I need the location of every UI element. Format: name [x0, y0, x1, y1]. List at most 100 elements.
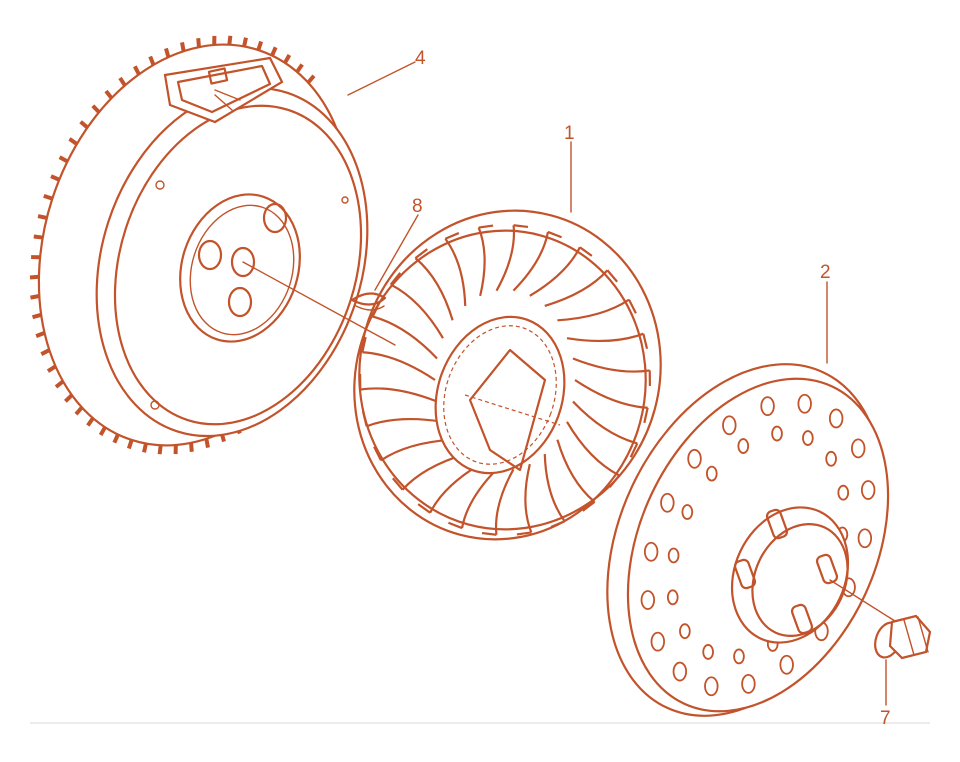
- fan-blade: [444, 238, 467, 306]
- fan-blade-tip: [371, 302, 381, 318]
- fan-blade: [494, 468, 515, 535]
- fan-blade-tip: [582, 501, 596, 512]
- fan-blade: [524, 463, 533, 533]
- gear-tooth: [64, 393, 74, 403]
- fan-blade-tip: [608, 474, 621, 488]
- callout-4: 4: [347, 48, 426, 96]
- screen-hole: [797, 393, 812, 414]
- fan-blade: [429, 463, 481, 514]
- gear-tooth: [50, 174, 61, 182]
- fan-blade-tip: [547, 230, 562, 239]
- screen-hole: [705, 465, 718, 482]
- gear-tooth: [133, 65, 141, 76]
- fan-blade-tip: [361, 336, 367, 353]
- starter-cup-part: [606, 363, 890, 717]
- screen-hole: [825, 450, 837, 467]
- screen-hole: [672, 661, 688, 682]
- assembly-axis: [242, 261, 396, 346]
- gear-tooth: [142, 443, 148, 453]
- screen-hole: [660, 492, 675, 513]
- screen-hole: [704, 676, 719, 697]
- fan-blade: [380, 438, 453, 462]
- gear-tooth: [31, 312, 42, 320]
- gear-tooth: [148, 55, 156, 66]
- fan-blade: [544, 269, 609, 307]
- gear-tooth: [58, 155, 69, 164]
- gear-tooth: [164, 47, 171, 58]
- fan-blade: [460, 468, 498, 529]
- gear-tooth: [35, 330, 46, 338]
- fan-blade-tip: [417, 503, 431, 514]
- gear-tooth: [54, 379, 65, 389]
- gear-tooth: [112, 433, 120, 444]
- screen-hole: [779, 654, 794, 675]
- callout-8: 8: [374, 196, 423, 291]
- screen-hole: [667, 547, 680, 564]
- screen-hole: [722, 415, 737, 436]
- fan-blade: [566, 332, 644, 343]
- gear-tooth: [46, 364, 57, 373]
- fan-blade: [543, 454, 566, 522]
- screen-hole: [737, 438, 750, 454]
- callout-label-1: 1: [564, 123, 575, 144]
- callout-7: 7: [880, 659, 891, 729]
- fan-blade-tip: [361, 411, 368, 427]
- callout-label-2: 2: [820, 262, 831, 283]
- fan-blade: [557, 298, 630, 322]
- gear-tooth: [29, 274, 40, 280]
- fan-blade: [495, 225, 516, 292]
- gear-tooth: [306, 74, 316, 84]
- screen-hole: [702, 644, 714, 660]
- fan-blade-tip: [448, 521, 463, 530]
- fan-blade-tip: [550, 520, 566, 528]
- fan-blade-tip: [516, 531, 532, 536]
- gear-tooth: [256, 40, 264, 51]
- gear-tooth: [37, 214, 48, 220]
- gear-tooth: [118, 76, 127, 87]
- screen-hole: [643, 541, 659, 562]
- gear-tooth: [180, 41, 186, 52]
- fan-blade: [360, 387, 438, 403]
- gear-tooth: [40, 348, 51, 356]
- screen-hole: [837, 484, 850, 501]
- fan-blade: [390, 283, 444, 339]
- callout-label-4: 4: [415, 48, 426, 69]
- gear-tooth: [204, 438, 210, 449]
- gear-tooth: [242, 37, 248, 47]
- fan-blade: [372, 315, 438, 360]
- gear-tooth: [33, 234, 43, 240]
- fan-blade-tip: [642, 333, 649, 349]
- fan-blade: [477, 227, 486, 297]
- callout-1: 1: [564, 123, 575, 213]
- gear-tooth: [68, 137, 79, 146]
- fan-part: [353, 209, 662, 541]
- flange-nut-part: [874, 614, 932, 660]
- screen-hole: [666, 589, 679, 606]
- screen-hole: [640, 590, 656, 610]
- gear-tooth: [126, 439, 134, 450]
- fan-blade-tip: [373, 446, 382, 461]
- gear-tooth: [270, 46, 278, 57]
- gear-tooth: [86, 416, 95, 427]
- screen-holes: [640, 393, 876, 697]
- fan-blade: [366, 417, 444, 428]
- fan-blade-tip: [481, 531, 497, 536]
- gear-tooth: [30, 294, 40, 300]
- gear-tooth: [157, 445, 163, 455]
- screen-hole: [828, 408, 844, 429]
- callout-label-8: 8: [412, 196, 423, 217]
- screen-hole: [741, 673, 756, 694]
- flywheel-part: [29, 35, 369, 455]
- fan-blade: [566, 421, 620, 477]
- screen-hole: [681, 504, 694, 520]
- gear-tooth: [43, 193, 53, 201]
- fan-blade: [556, 439, 596, 503]
- screen-hole: [687, 448, 702, 469]
- fan-blade: [574, 379, 648, 409]
- fan-blade-tip: [629, 442, 639, 458]
- gear-tooth: [74, 406, 84, 416]
- screen-hole: [851, 438, 866, 459]
- callout-label-7: 7: [880, 708, 891, 729]
- fan-blade-tip: [478, 224, 494, 229]
- fan-blade-tip: [579, 246, 593, 257]
